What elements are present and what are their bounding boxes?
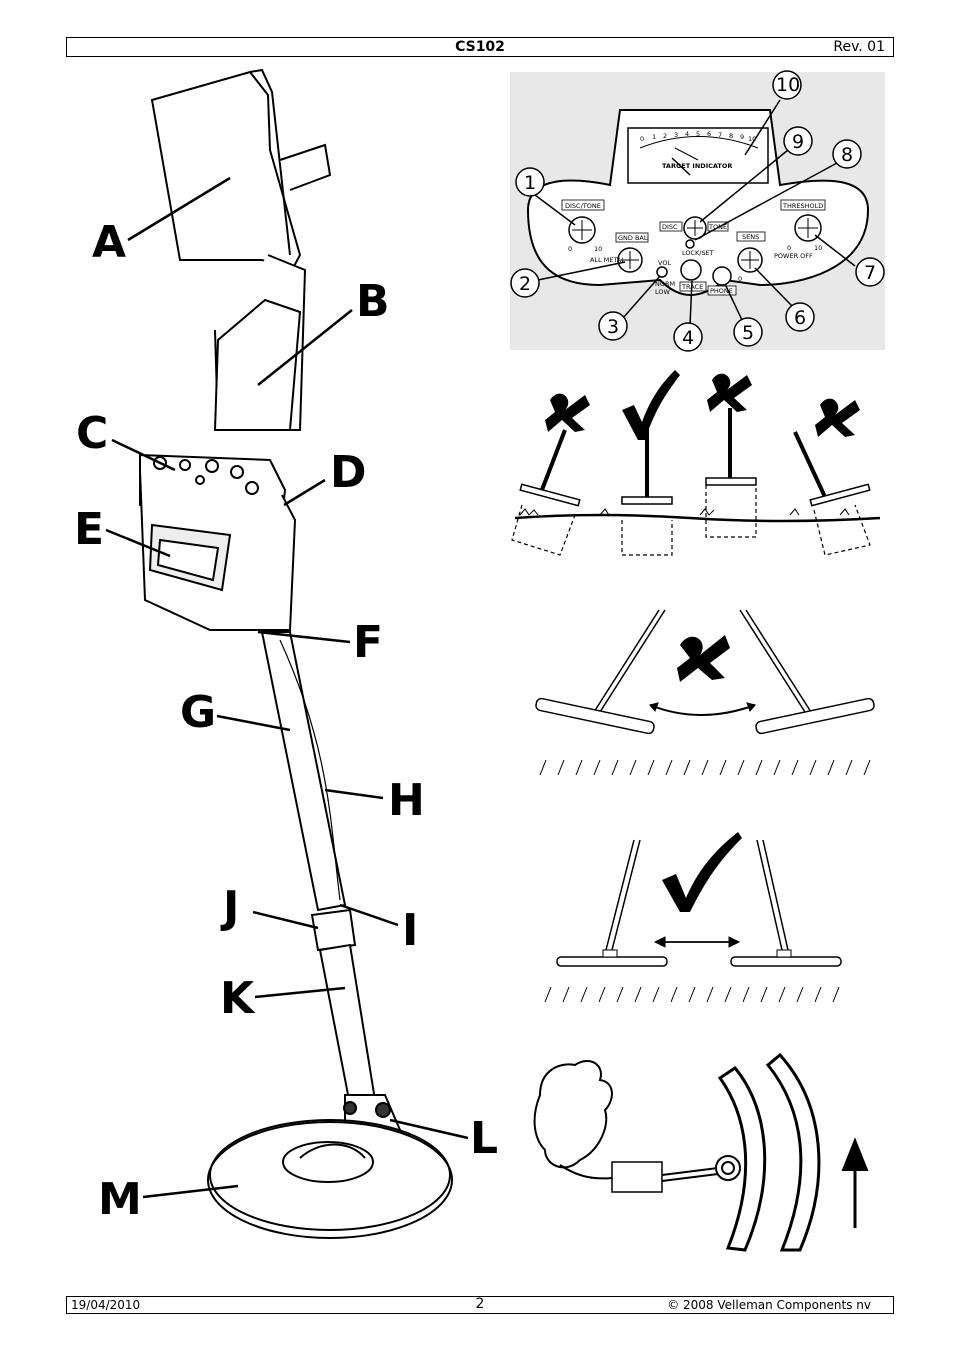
control-panel-diagram: 0 1 2 3 4 5 6 7 8 9 10 TARGET INDICATOR (510, 70, 885, 352)
svg-text:8: 8 (841, 144, 853, 166)
svg-text:5: 5 (696, 130, 700, 138)
label-b: B (356, 276, 390, 327)
svg-text:10: 10 (814, 244, 822, 252)
part-letters: A B C D E F G H I J K L M (74, 217, 498, 1225)
lock-indicator (685, 239, 695, 249)
coil-height-diagram (511, 408, 881, 556)
svg-text:9: 9 (740, 133, 744, 141)
norm-label: NORM (655, 280, 675, 288)
label-c: C (76, 408, 108, 459)
hand-grip (213, 298, 302, 431)
label-a: A (92, 217, 126, 268)
svg-text:7: 7 (718, 131, 722, 139)
model-title: CS102 (455, 39, 505, 55)
arm-rest (150, 70, 302, 272)
trace-button (680, 259, 702, 281)
phone-label: PHONE (710, 287, 733, 295)
label-f: F (353, 617, 383, 668)
meter-title: TARGET INDICATOR (662, 162, 732, 170)
svg-text:4: 4 (685, 130, 689, 138)
gnd-bal-label: GND BAL (618, 234, 648, 242)
swing-arc-diagram (535, 609, 875, 776)
svg-text:10: 10 (776, 74, 800, 96)
check-icon (662, 832, 742, 912)
label-e: E (74, 504, 104, 555)
label-g: G (180, 687, 216, 738)
svg-text:8: 8 (729, 132, 733, 140)
person-figure (533, 1060, 613, 1169)
sens-label: SENS (742, 233, 759, 241)
revision-label: Rev. 01 (833, 39, 885, 55)
vol-switch (656, 266, 668, 278)
svg-text:2: 2 (519, 273, 531, 295)
control-box-top (611, 1161, 663, 1193)
check-marks (545, 370, 860, 440)
svg-text:0: 0 (568, 245, 572, 253)
disc-tone-label: DISC/TONE (565, 202, 601, 210)
footer-copyright: © 2008 Velleman Components nv (667, 1298, 871, 1312)
cross-icon (677, 635, 730, 682)
power-off-label: POWER OFF (774, 252, 813, 260)
cross-icon (815, 398, 860, 437)
page-number: 2 (475, 1296, 485, 1312)
cross-icon (707, 373, 752, 412)
disc-label: DISC (662, 223, 678, 231)
svg-text:0: 0 (787, 244, 791, 252)
label-k: K (220, 973, 256, 1024)
svg-text:6: 6 (707, 130, 711, 138)
svg-text:9: 9 (792, 131, 804, 153)
threshold-label: THRESHOLD (782, 202, 823, 210)
meter-scale: 0 1 2 3 4 5 6 7 8 9 10 (640, 130, 756, 143)
svg-text:1: 1 (652, 133, 656, 141)
label-d: D (330, 447, 367, 498)
low-label: LOW (655, 288, 671, 296)
panel-meter (627, 127, 769, 184)
upper-shaft (260, 631, 347, 912)
page-header: CS102 Rev. 01 (66, 37, 894, 57)
svg-text:7: 7 (864, 262, 876, 284)
svg-text:3: 3 (674, 131, 678, 139)
cross-icon (545, 393, 590, 432)
metal-detector-illustration (139, 68, 453, 1239)
label-l: L (470, 1113, 498, 1164)
svg-text:1: 1 (524, 172, 536, 194)
leader-lines (105, 176, 469, 1199)
svg-text:0: 0 (640, 135, 644, 143)
lower-shaft (318, 943, 377, 1107)
svg-text:2: 2 (663, 132, 667, 140)
arrow-up-icon (841, 1137, 869, 1171)
sweep-pattern-diagram (533, 1052, 869, 1252)
svg-text:0: 0 (738, 275, 742, 283)
label-i: I (402, 905, 418, 956)
label-j: J (220, 882, 239, 933)
lock-label: LOCK/SET (682, 249, 714, 257)
svg-text:4: 4 (682, 327, 694, 349)
svg-text:10: 10 (594, 245, 602, 253)
all-metal-label: ALL METAL (590, 256, 625, 264)
svg-text:5: 5 (742, 322, 754, 344)
svg-text:3: 3 (607, 316, 619, 338)
coil-top-view (715, 1155, 741, 1181)
lock-collar (310, 908, 357, 952)
svg-text:10: 10 (748, 135, 756, 143)
level-sweep-diagram (544, 839, 842, 1003)
phone-jack (712, 266, 732, 286)
svg-text:6: 6 (794, 307, 806, 329)
label-h: H (388, 775, 425, 826)
footer-date: 19/04/2010 (71, 1298, 141, 1312)
vol-label: VOL (658, 259, 671, 267)
check-icon (622, 370, 680, 440)
sweep-band (765, 1052, 821, 1252)
label-m: M (98, 1174, 142, 1225)
sweep-band (717, 1066, 767, 1252)
page-footer: 19/04/2010 2 © 2008 Velleman Components … (66, 1296, 894, 1314)
